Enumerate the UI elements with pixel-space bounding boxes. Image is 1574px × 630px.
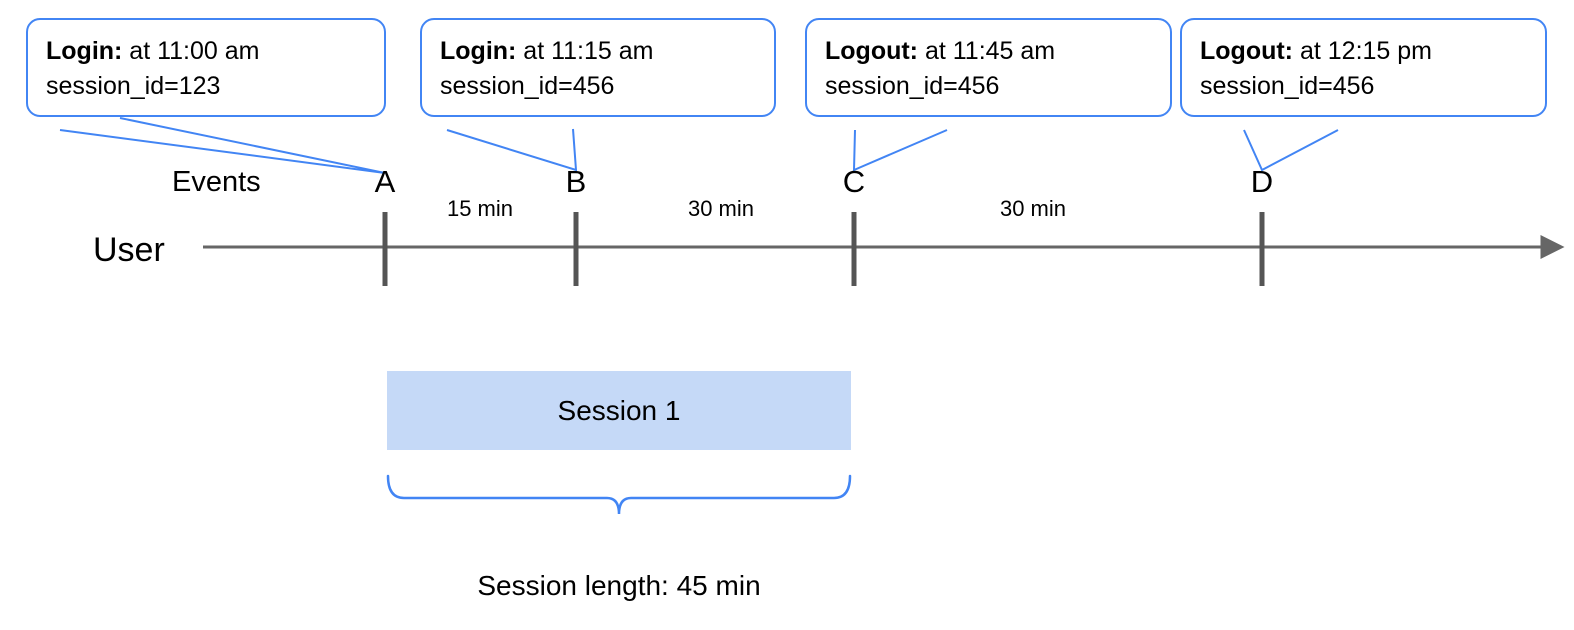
interval-label-c-d: 30 min xyxy=(999,196,1067,221)
callout-line-primary: Login: at 11:00 am xyxy=(46,34,368,69)
callout-event-time: at 12:15 pm xyxy=(1293,37,1432,65)
callout-session-id: session_id=456 xyxy=(825,71,1000,100)
callout-event-type: Login: xyxy=(440,37,517,65)
event-label-b: B xyxy=(565,164,587,199)
callout-login-1[interactable]: Login: at 11:00 am session_id=123 xyxy=(26,18,386,117)
event-label-c: C xyxy=(842,164,866,199)
callout-line-primary: Logout: at 11:45 am xyxy=(825,34,1154,69)
interval-label-a-b: 15 min xyxy=(446,196,514,221)
callout-tail-b xyxy=(446,128,578,172)
callout-event-time: at 11:00 am xyxy=(122,37,260,65)
callout-tail-d xyxy=(1243,129,1339,172)
interval-label-b-c: 30 min xyxy=(687,196,755,221)
callout-event-type: Logout: xyxy=(825,37,919,65)
callout-session-id: session_id=123 xyxy=(46,71,221,100)
callout-tail-a xyxy=(59,117,386,174)
session-bar-label: Session 1 xyxy=(557,394,681,426)
lane-label-events: Events xyxy=(172,166,261,198)
session-length-caption: Session length: 45 min xyxy=(477,570,761,601)
callout-session-id: session_id=456 xyxy=(1200,71,1375,100)
lane-label-user: User xyxy=(93,231,165,269)
callout-line-primary: Logout: at 12:15 pm xyxy=(1200,34,1529,69)
callout-line-primary: Login: at 11:15 am xyxy=(440,34,758,69)
callout-logout-1[interactable]: Logout: at 11:45 am session_id=456 xyxy=(805,18,1172,117)
callout-event-type: Login: xyxy=(46,37,123,65)
session-bar[interactable]: Session 1 xyxy=(387,371,851,450)
session-span-brace xyxy=(386,474,852,515)
event-label-d: D xyxy=(1250,164,1274,199)
callout-login-2[interactable]: Login: at 11:15 am session_id=456 xyxy=(420,18,776,117)
callout-event-type: Logout: xyxy=(1200,37,1294,65)
callout-event-time: at 11:15 am xyxy=(516,37,654,65)
callout-session-id: session_id=456 xyxy=(440,71,615,100)
event-label-a: A xyxy=(374,164,396,199)
callout-tail-c xyxy=(852,129,948,172)
callout-event-time: at 11:45 am xyxy=(918,37,1056,65)
callout-logout-2[interactable]: Logout: at 12:15 pm session_id=456 xyxy=(1180,18,1547,117)
